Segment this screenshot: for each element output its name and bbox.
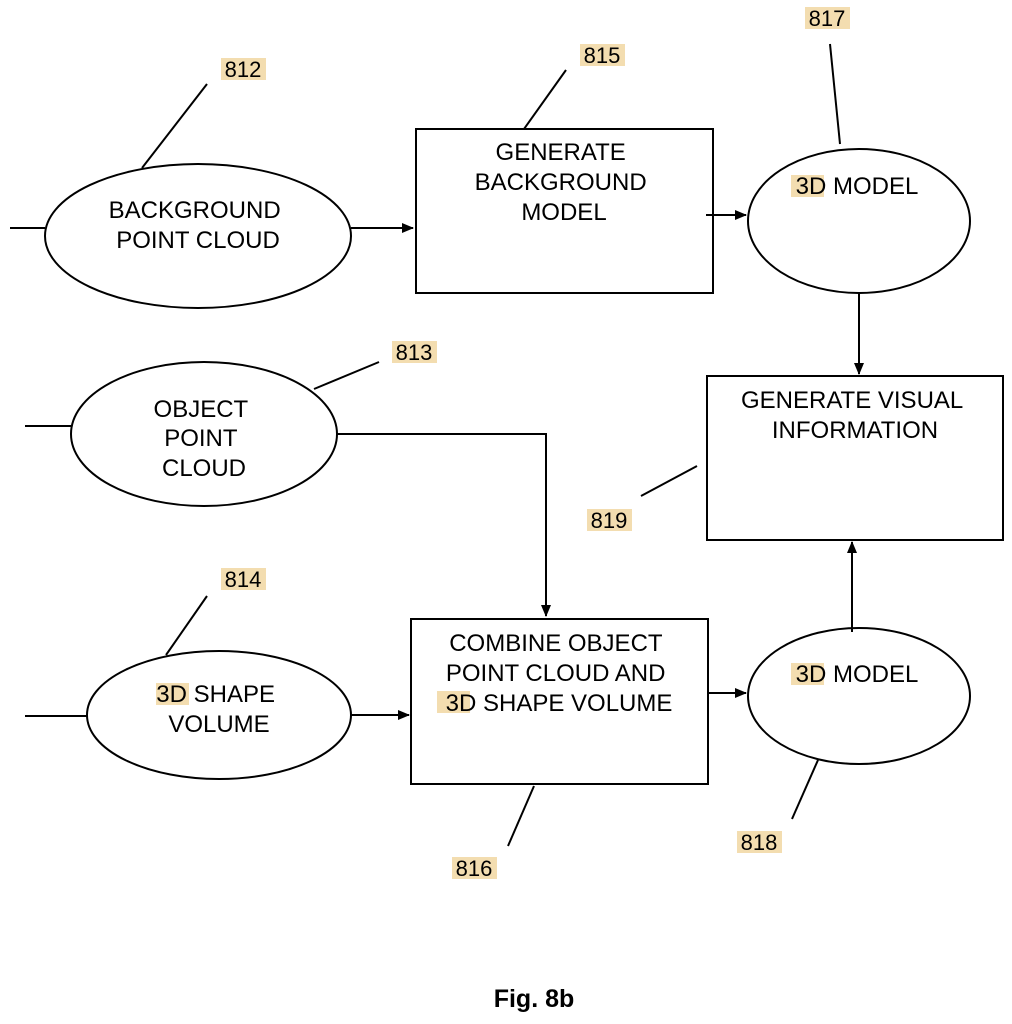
ref-817-highlight <box>805 7 850 29</box>
leader-817 <box>829 43 841 145</box>
generate-background-model-box <box>415 128 714 294</box>
ref-819: 819 <box>591 508 628 533</box>
ref-815-highlight <box>580 44 625 66</box>
ref-818-highlight <box>737 831 782 853</box>
background-point-cloud-ellipse <box>44 163 352 309</box>
3d-model-top-ellipse <box>747 148 971 294</box>
leader-819 <box>640 465 698 497</box>
3d-model-bottom-ellipse <box>747 627 971 765</box>
leader-818 <box>791 759 819 820</box>
3d-highlight-top-model <box>791 175 824 197</box>
generate-visual-information-label: GENERATE VISUAL INFORMATION <box>741 387 969 444</box>
ref-813: 813 <box>396 340 433 365</box>
ref-817: 817 <box>809 6 846 31</box>
leader-812 <box>141 83 208 169</box>
3d-model-top-label: 3D MODEL <box>796 173 919 200</box>
ref-814: 814 <box>225 567 262 592</box>
leader-813 <box>313 361 380 390</box>
ref-812-highlight <box>221 58 266 80</box>
combine-label: COMBINE OBJECT POINT CLOUD AND 3D SHAPE … <box>446 630 673 717</box>
3d-shape-volume-label: 3D SHAPE VOLUME <box>156 681 281 738</box>
combine-box <box>410 618 709 785</box>
ref-812: 812 <box>225 57 262 82</box>
3d-model-bottom-label: 3D MODEL <box>796 661 919 688</box>
generate-background-model-label: GENERATE BACKGROUND MODEL <box>475 139 654 226</box>
background-point-cloud-label: BACKGROUND POINT CLOUD <box>109 197 288 254</box>
object-point-cloud-label: OBJECT POINT CLOUD <box>154 396 255 482</box>
generate-visual-information-box <box>706 375 1004 541</box>
ref-815: 815 <box>584 43 621 68</box>
3d-highlight-bottom-model <box>791 663 824 685</box>
figure-caption: Fig. 8b <box>494 985 575 1013</box>
ref-816: 816 <box>456 856 493 881</box>
3d-highlight-shape-volume <box>156 683 189 705</box>
ref-819-highlight <box>587 509 632 531</box>
ref-814-highlight <box>221 568 266 590</box>
leader-816 <box>507 785 535 847</box>
leader-814 <box>165 595 208 656</box>
ref-816-highlight <box>452 857 497 879</box>
ref-813-highlight <box>392 341 437 363</box>
ref-818: 818 <box>741 830 778 855</box>
3d-highlight-combine <box>437 691 470 713</box>
leader-815 <box>523 69 567 130</box>
arrow-object-cloud-to-combine <box>337 433 551 617</box>
